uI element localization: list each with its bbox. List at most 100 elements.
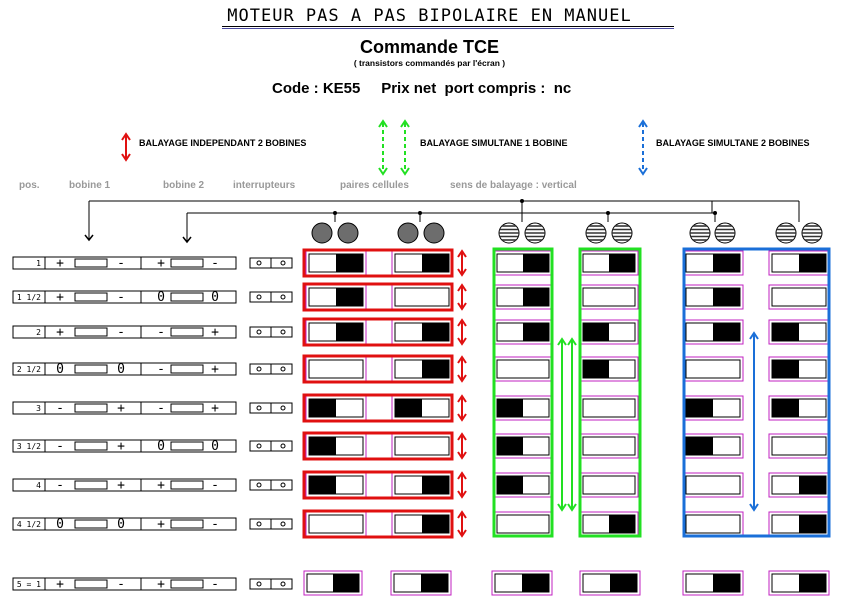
red-scan-arrow: [457, 510, 467, 538]
cell-blue: [768, 250, 830, 276]
row-pos-label: 2 1/2: [17, 365, 41, 374]
cell-blue-shade-left: [772, 399, 799, 417]
bobine2-polarity-right: +: [211, 325, 219, 340]
switch-contact: [280, 521, 286, 527]
red-scan-arrow-head-up: [457, 283, 467, 292]
cell-red-shade-right: [336, 254, 363, 272]
bobine1-polarity-right: +: [117, 439, 125, 454]
red-scan-arrow-head-up: [457, 249, 467, 258]
red-scan-frame: [302, 509, 454, 539]
bobine1-polarity-left: 0: [56, 362, 64, 377]
cell-blue-window: [685, 359, 741, 379]
bobine2-polarity-left: 0: [157, 290, 165, 305]
row-pos-label: 5 = 1: [17, 580, 41, 589]
legend-green-arrow-1: [378, 119, 388, 176]
red-scan-arrow: [457, 471, 467, 499]
cell-blue: [682, 511, 744, 537]
row-frame: [12, 439, 237, 453]
photocell: [775, 222, 797, 244]
cell-blue: [768, 395, 830, 421]
switch-contact: [256, 405, 262, 411]
cell-red: [305, 319, 367, 345]
cell-green: [579, 472, 639, 498]
cell-blue-window: [685, 514, 741, 534]
cell-green-window: [582, 398, 636, 418]
cell-blue-shade-right: [799, 254, 826, 272]
photocell: [689, 222, 711, 244]
coil-bobine2: [170, 519, 204, 529]
bobine1-polarity-right: 0: [117, 517, 125, 532]
photocell: [311, 222, 333, 244]
cell-bottom: [491, 570, 553, 596]
cell-red: [305, 472, 367, 498]
cell-red: [391, 433, 453, 459]
cell-red-shade-left: [309, 476, 336, 494]
coil-bobine1: [74, 480, 108, 490]
coil-bobine2: [170, 364, 204, 374]
bobine2-polarity-left: -: [157, 401, 165, 416]
switch-contact: [256, 366, 262, 372]
switch-contact: [280, 443, 286, 449]
switch-contact: [256, 482, 262, 488]
cell-bottom: [390, 570, 452, 596]
row-frame: [12, 362, 237, 376]
green-scan-arrow-1-head-up: [557, 337, 567, 346]
red-scan-frame: [302, 282, 454, 312]
red-scan-arrow-head-down: [457, 302, 467, 311]
bobine2-polarity-left: +: [157, 478, 165, 493]
red-scan-arrow-head-down: [457, 529, 467, 538]
bobine1-polarity-left: 0: [56, 517, 64, 532]
cell-blue: [768, 356, 830, 382]
coil-bobine2: [170, 292, 204, 302]
cell-red-shade-right: [422, 254, 449, 272]
cell-red-shade-right: [422, 323, 449, 341]
cell-green-window: [582, 436, 636, 456]
bobine2-polarity-right: -: [211, 517, 219, 532]
cell-bottom: [579, 570, 641, 596]
legend-red-arrow: [121, 132, 131, 162]
cell-green: [579, 433, 639, 459]
cell-green: [579, 284, 639, 310]
coil-bobine2: [170, 441, 204, 451]
red-scan-arrow-head-down: [457, 268, 467, 277]
red-scan-arrow: [457, 355, 467, 383]
cell-green: [493, 319, 553, 345]
red-scan-frame: [302, 317, 454, 347]
switch-contact: [256, 443, 262, 449]
blue-scan-arrow-head-down: [749, 503, 759, 512]
row-pos-label: 1 1/2: [17, 293, 41, 302]
cell-red: [305, 356, 367, 382]
cell-red-shade-right: [422, 476, 449, 494]
photocell: [611, 222, 633, 244]
photocell: [801, 222, 823, 244]
legend-green-arrow-1-head-up: [378, 119, 388, 128]
bobine2-polarity-left: +: [157, 577, 165, 592]
cell-green: [493, 433, 553, 459]
bobine2-polarity-right: 0: [211, 290, 219, 305]
bobine1-polarity-left: -: [56, 401, 64, 416]
green-scan-arrow-2-head-up: [567, 337, 577, 346]
cell-red-shade-left: [309, 437, 336, 455]
row-frame: [12, 290, 237, 304]
cell-blue: [768, 472, 830, 498]
blue-scan-arrow-head-up: [749, 331, 759, 340]
row-pos-label: 4 1/2: [17, 520, 41, 529]
row-frame: [12, 577, 237, 591]
title-underline-secondary: [222, 28, 674, 29]
bobine1-polarity-left: -: [56, 478, 64, 493]
col-header-bobine2: bobine 2: [163, 180, 205, 191]
cell-blue: [682, 284, 744, 310]
bobine1-polarity-right: +: [117, 401, 125, 416]
cell-blue-shade-right: [713, 254, 740, 272]
green-scan-arrow-1: [557, 337, 567, 512]
bobine2-polarity-right: -: [211, 256, 219, 271]
cell-red-window: [308, 514, 364, 534]
cell-green: [493, 250, 553, 276]
cell-red-shade-left: [309, 399, 336, 417]
legend-red-arrow-head-up: [121, 132, 131, 141]
cell-bottom-shade-right: [610, 574, 637, 592]
cell-green-shade-left: [497, 399, 523, 417]
cell-red: [391, 395, 453, 421]
red-scan-frame: [302, 431, 454, 461]
cell-red-window: [394, 436, 450, 456]
